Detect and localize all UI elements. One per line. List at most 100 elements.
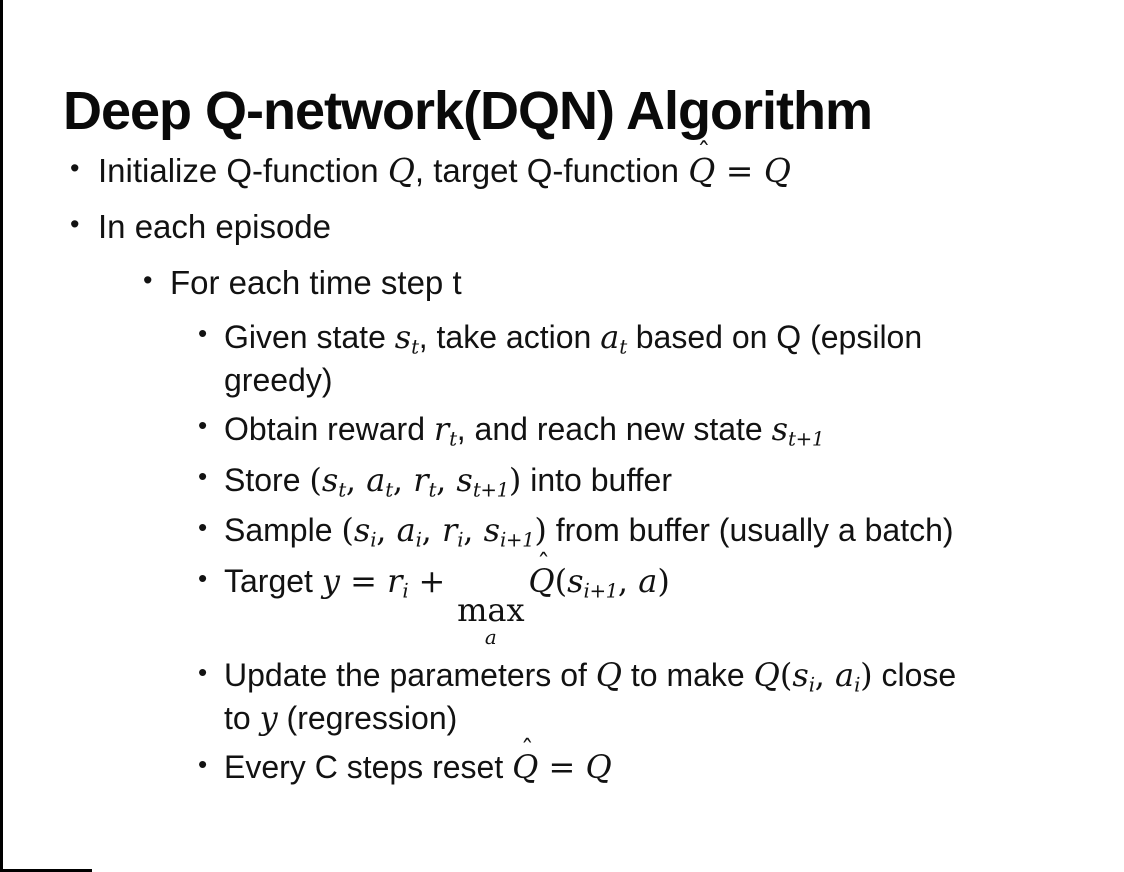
plain-text: Initialize Q-function	[98, 152, 388, 189]
bullet-marker: •	[198, 656, 208, 687]
math-punctuation: (	[341, 511, 354, 550]
bullet-text: Update the parameters of Q to make Q(si,…	[224, 656, 956, 738]
plain-text: For each time step t	[170, 264, 462, 302]
math-variable: st+1	[771, 409, 825, 451]
hat-accent: ˆ	[697, 136, 711, 168]
math-punctuation: ,	[436, 460, 457, 499]
math-variable: st+1	[456, 460, 509, 502]
bullet-text: Given state st, take action at based on …	[224, 317, 922, 398]
plain-text: to make	[622, 657, 754, 694]
math-variable: ai	[835, 656, 861, 697]
math-variable: si	[353, 511, 377, 553]
math-variable: y	[321, 562, 340, 601]
math-variable: si+1	[567, 562, 618, 603]
math-punctuation: )	[657, 562, 670, 601]
math-variable: ri	[441, 511, 464, 553]
math-variable: rt	[413, 460, 437, 502]
hat-accent: ˆ	[520, 734, 534, 765]
slide-title: Deep Q-network(DQN) Algorithm	[63, 81, 873, 142]
math-variable: a	[638, 562, 658, 601]
math-punctuation: =	[538, 748, 586, 787]
math-variable: si	[792, 656, 815, 697]
bullet-item: •Initialize Q-function Q, target Q-funct…	[0, 136, 1104, 192]
math-punctuation: )	[508, 460, 522, 499]
bullet-item: • For each time step t	[0, 262, 1104, 304]
plain-text: Store	[224, 461, 310, 498]
math-variable: st	[394, 317, 419, 359]
math-punctuation: ,	[463, 511, 484, 550]
math-variable: rt	[433, 409, 457, 451]
plain-text: Target	[224, 563, 322, 600]
bullet-text: Sample (si, ai, ri, si+1) from buffer (u…	[224, 511, 954, 553]
slide-bottom-edge-line	[0, 869, 92, 872]
math-punctuation: )	[860, 656, 873, 695]
bullet-marker: •	[143, 265, 153, 295]
plain-text: Given state	[224, 318, 395, 355]
bullet-item: • Store (st, at, rt, st+1) into buffer	[0, 460, 1104, 503]
bullet-item: • In each episode	[0, 206, 1104, 248]
bullet-marker: •	[198, 461, 208, 492]
math-punctuation: (	[779, 656, 793, 695]
math-punctuation: ,	[376, 511, 397, 550]
math-variable: Q	[387, 151, 415, 190]
hat-accent: ˆ	[537, 548, 550, 579]
plain-text: into buffer	[521, 461, 672, 498]
plain-text: to	[224, 700, 260, 737]
bullet-text: Initialize Q-function Q, target Q-functi…	[98, 136, 791, 190]
plain-text: , and reach new state	[456, 410, 772, 447]
bullet-text: In each episode	[98, 208, 331, 245]
plain-text: Obtain reward	[224, 410, 434, 447]
math-punctuation: =	[339, 562, 388, 601]
math-punctuation: (	[554, 562, 568, 601]
math-variable: si+1	[483, 511, 535, 553]
plain-text: In each episode	[98, 208, 332, 246]
plain-text: Every C steps reset	[224, 749, 513, 786]
plain-text: from buffer (usually a batch)	[546, 512, 954, 549]
bullet-item: • Obtain reward rt, and reach new state s…	[0, 409, 1104, 452]
plain-text: Update the parameters of	[224, 657, 596, 694]
plain-text: greedy)	[224, 361, 333, 398]
bullet-marker: •	[198, 511, 208, 542]
bullet-item: •Given state st, take action at based on…	[0, 317, 1104, 401]
math-variable: Q	[595, 656, 622, 695]
plain-text: (regression)	[277, 700, 458, 737]
math-punctuation: )	[534, 511, 547, 550]
math-punctuation: ,	[392, 460, 414, 499]
math-punctuation: ,	[421, 511, 442, 550]
bullet-item: • Sample (si, ai, ri, si+1) from buffer (…	[0, 510, 1104, 553]
bullet-marker: •	[198, 318, 208, 349]
math-variable: y	[259, 699, 278, 738]
math-punctuation: (	[309, 460, 322, 499]
plain-text: , target Q-function	[414, 152, 689, 189]
plain-text: , take action	[418, 318, 601, 355]
math-variable: at	[600, 317, 627, 359]
math-punctuation: =	[715, 151, 764, 190]
math-punctuation: ,	[345, 460, 367, 499]
bullet-list: •Initialize Q-function Q, target Q-funct…	[0, 136, 1104, 796]
plain-text: Sample	[224, 512, 342, 549]
bullet-marker: •	[70, 208, 80, 239]
bullet-marker: •	[198, 562, 208, 593]
math-punctuation: ,	[617, 562, 639, 601]
math-variable: ai	[396, 511, 422, 553]
bullet-text: For each time step t	[170, 264, 462, 301]
slide-left-edge-line	[0, 0, 3, 872]
math-variable: ri	[387, 562, 409, 603]
math-variable: Q	[763, 151, 791, 190]
bullet-marker: •	[198, 748, 208, 779]
bullet-item: •Update the parameters of Q to make Q(si…	[0, 655, 1104, 739]
math-punctuation: +	[408, 562, 456, 601]
math-punctuation: ,	[814, 656, 836, 695]
bullet-marker: •	[198, 410, 208, 441]
bullet-text: Store (st, at, rt, st+1) into buffer	[224, 460, 672, 502]
bullet-text: Obtain reward rt, and reach new state st…	[224, 409, 825, 451]
